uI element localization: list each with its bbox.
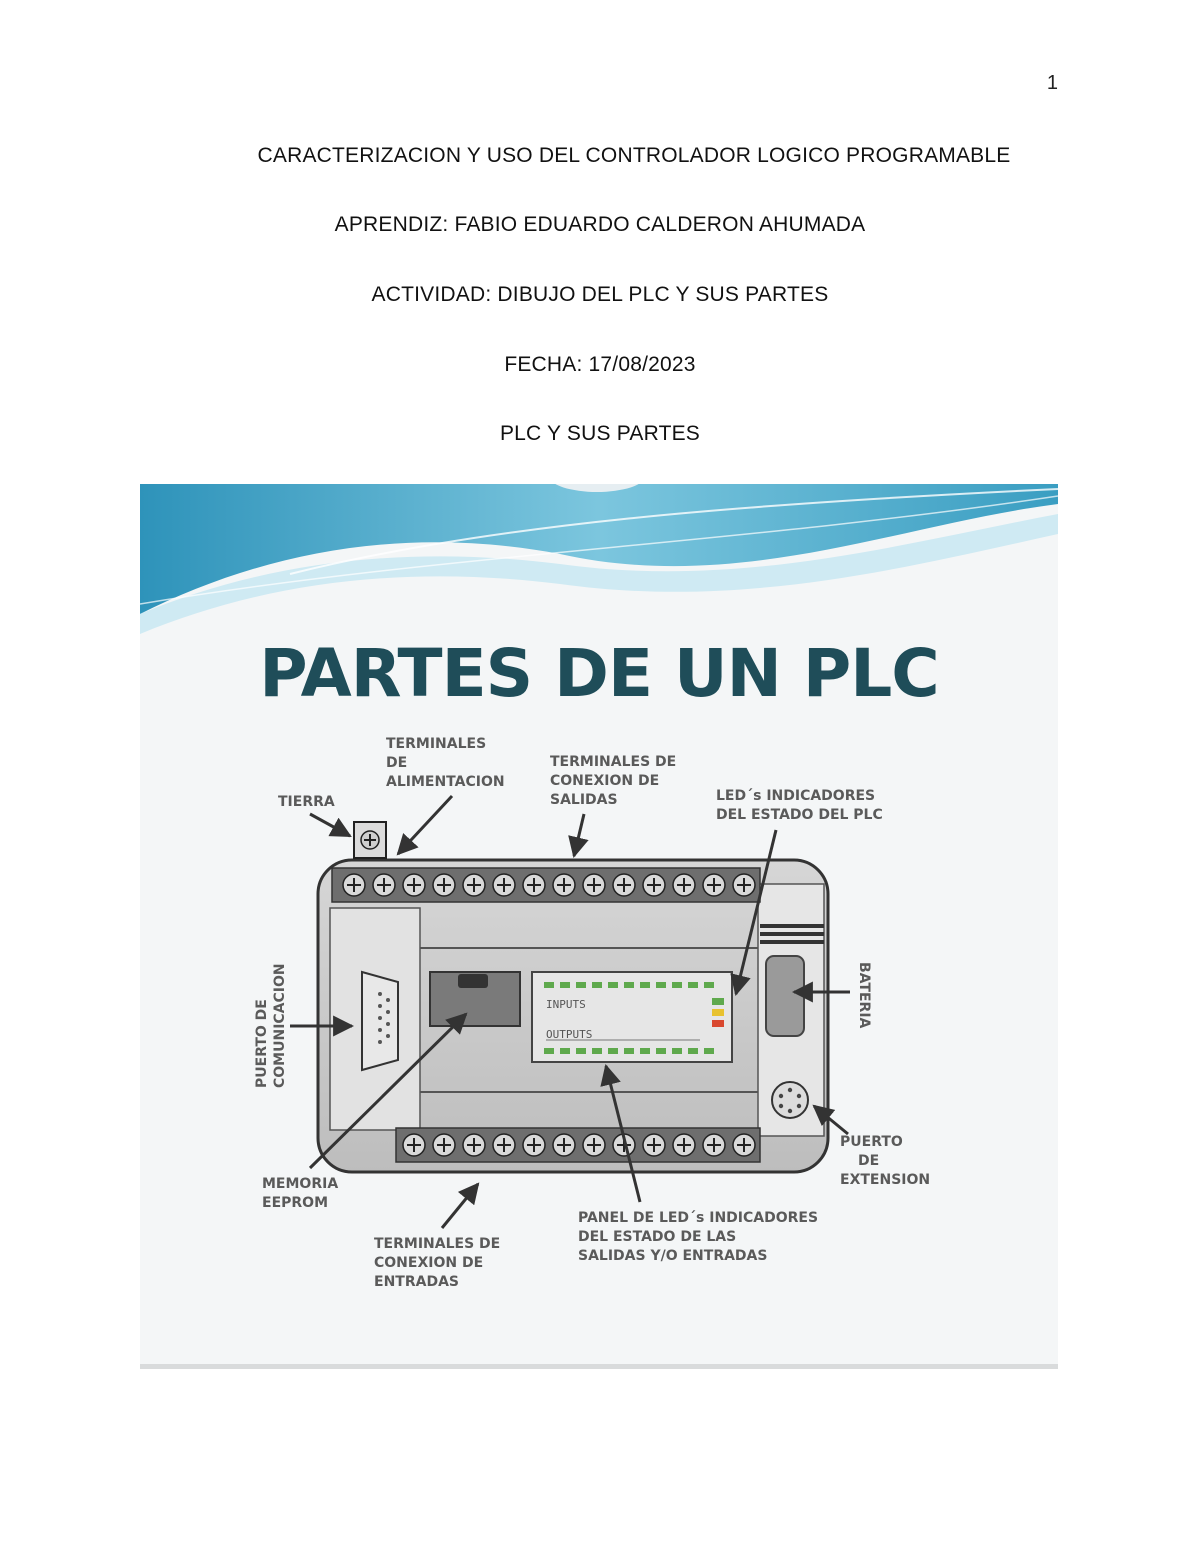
date-line: FECHA: 17/08/2023 <box>504 353 696 376</box>
document-title: CARACTERIZACION Y USO DEL CONTROLADOR LO… <box>257 144 1011 167</box>
plc-parts-figure: PARTES DE UN PLC <box>140 484 1058 1368</box>
battery-compartment <box>765 955 805 1037</box>
bottom-terminal-strip <box>395 1127 761 1163</box>
label-bateria: BATERIA <box>856 962 872 1029</box>
figure-bottom-rule <box>140 1364 1058 1369</box>
callout-arrows <box>290 794 850 1229</box>
led-panel: INPUTS OUTPUTS <box>531 971 733 1063</box>
extension-port <box>771 1081 809 1119</box>
label-panel-leds: PANEL DE LED´s INDICADORES DEL ESTADO DE… <box>578 1210 823 1264</box>
section-title: PLC Y SUS PARTES <box>499 422 701 445</box>
ground-terminal <box>353 821 387 859</box>
activity-line: ACTIVIDAD: DIBUJO DEL PLC Y SUS PARTES <box>371 283 829 306</box>
plc-diagram: PARTES DE UN PLC <box>140 484 1058 1290</box>
label-puerto-comunicacion: PUERTO DE COMUNICACION <box>254 963 288 1088</box>
top-terminal-strip <box>331 867 761 903</box>
label-terminales-entradas: TERMINALES DE CONEXION DE ENTRADAS <box>374 1236 505 1290</box>
figure-title: PARTES DE UN PLC <box>259 635 938 712</box>
label-puerto-extension: PUERTO DE EXTENSION <box>840 1134 930 1188</box>
communication-port <box>361 970 399 1072</box>
outputs-label: OUTPUTS <box>546 1028 592 1041</box>
page-number: 1 <box>1046 72 1058 94</box>
label-tierra: TIERRA <box>278 794 335 810</box>
label-terminales-alimentacion: TERMINALES DE ALIMENTACION <box>386 736 505 790</box>
label-leds-estado: LED´s INDICADORES DEL ESTADO DEL PLC <box>716 788 883 823</box>
decorative-wave-banner <box>140 484 1058 634</box>
inputs-label: INPUTS <box>546 998 586 1011</box>
vent-grille <box>760 924 824 944</box>
eeprom-memory-slot <box>429 971 521 1027</box>
label-terminales-salidas: TERMINALES DE CONEXION DE SALIDAS <box>550 754 681 808</box>
student-name-line: APRENDIZ: FABIO EDUARDO CALDERON AHUMADA <box>334 213 866 236</box>
label-memoria-eeprom: MEMORIA EEPROM <box>262 1176 343 1211</box>
